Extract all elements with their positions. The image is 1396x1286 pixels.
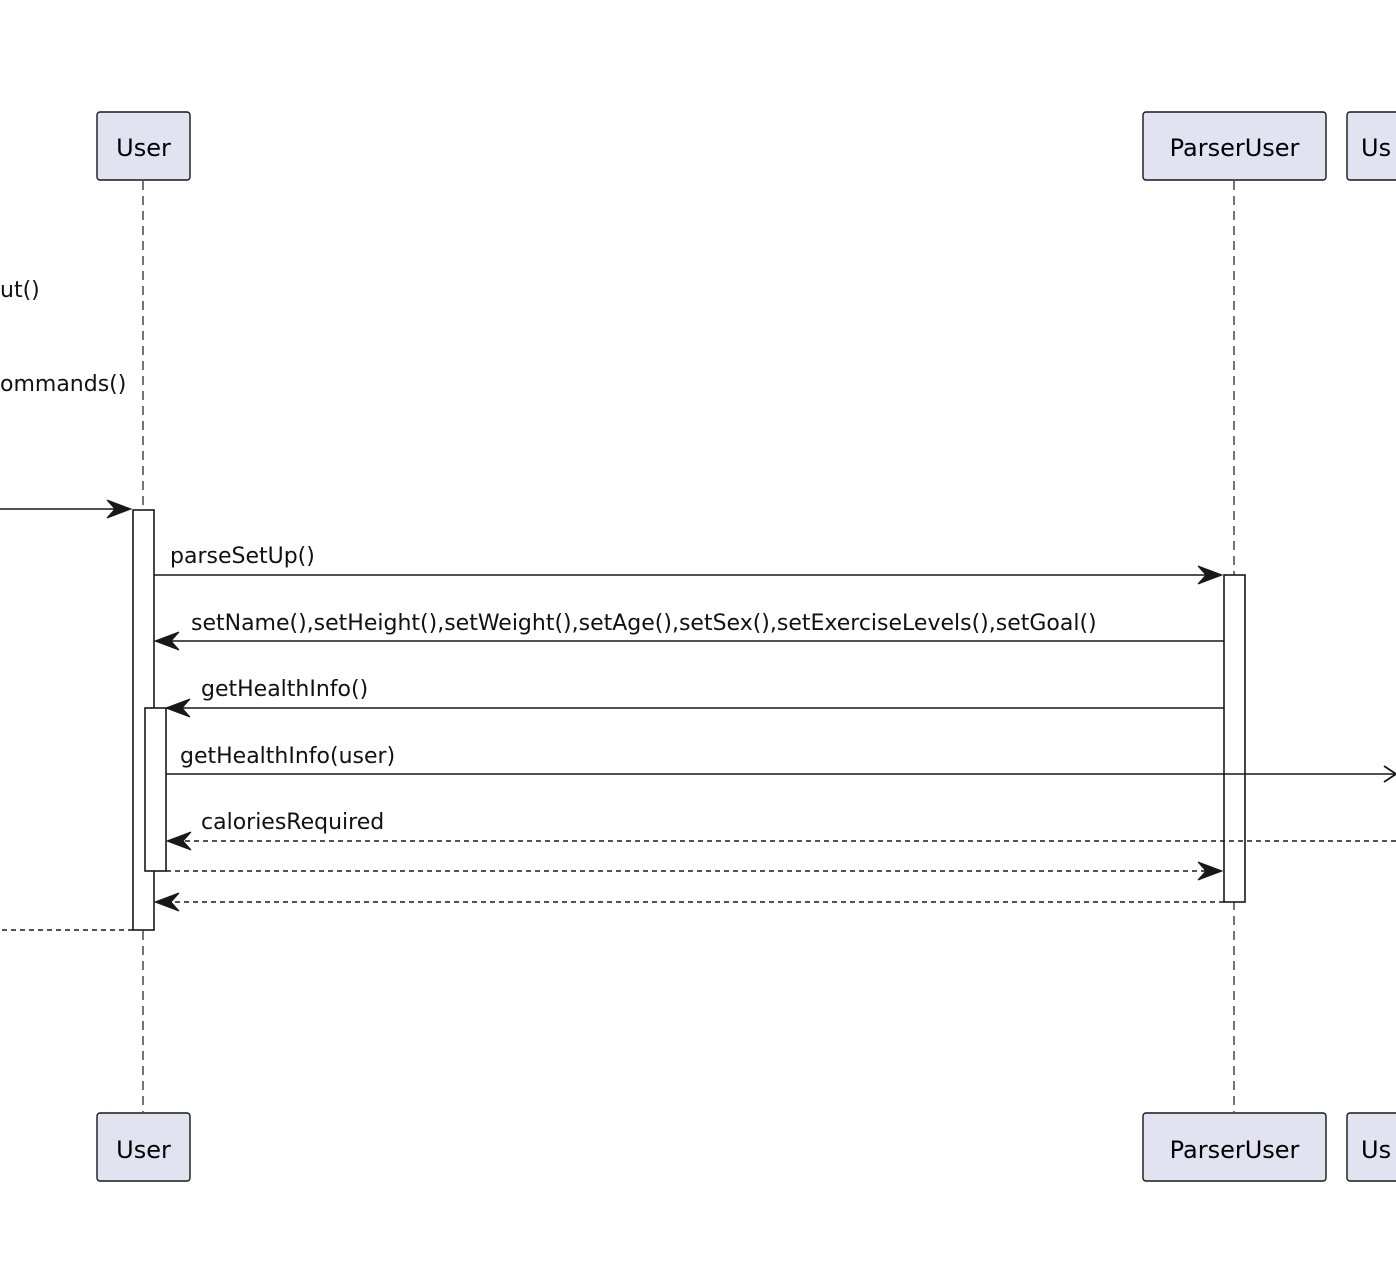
participant-user-top: User (96, 111, 191, 181)
participant-partial-label: Us (1361, 134, 1391, 162)
participant-partial-label: Us (1361, 1136, 1391, 1164)
participant-parser-user-label: ParserUser (1170, 1136, 1300, 1164)
message-parse-setup: parseSetUp() (170, 544, 315, 569)
incoming-arrow-head (106, 499, 133, 519)
message-get-health-info: getHealthInfo() (201, 677, 368, 702)
participant-parser-user-top: ParserUser (1142, 111, 1327, 181)
participant-user-bottom: User (96, 1112, 191, 1182)
arrowhead-setters (153, 631, 180, 651)
arrowhead-calories-required (165, 831, 192, 851)
arrowhead-get-health-info (164, 698, 191, 718)
arrowhead-return-to-user (153, 892, 180, 912)
arrowhead-get-health-info-user (1383, 765, 1396, 783)
offscreen-label-lower: ommands() (0, 372, 126, 397)
participant-user-label: User (116, 1136, 171, 1164)
activation-user-inner (144, 707, 167, 872)
arrowhead-return-to-parser (1197, 861, 1224, 881)
participant-parser-user-label: ParserUser (1170, 134, 1300, 162)
message-calories-required: caloriesRequired (201, 810, 384, 835)
participant-user-label: User (116, 134, 171, 162)
participant-partial-top: Us (1346, 111, 1396, 181)
activation-parser-user (1223, 574, 1246, 903)
offscreen-label-upper: ut() (0, 278, 40, 303)
participant-partial-bottom: Us (1346, 1112, 1396, 1182)
message-get-health-info-user: getHealthInfo(user) (180, 744, 395, 769)
arrowhead-parse-setup (1197, 565, 1224, 585)
participant-parser-user-bottom: ParserUser (1142, 1112, 1327, 1182)
message-setters: setName(),setHeight(),setWeight(),setAge… (191, 611, 1097, 636)
